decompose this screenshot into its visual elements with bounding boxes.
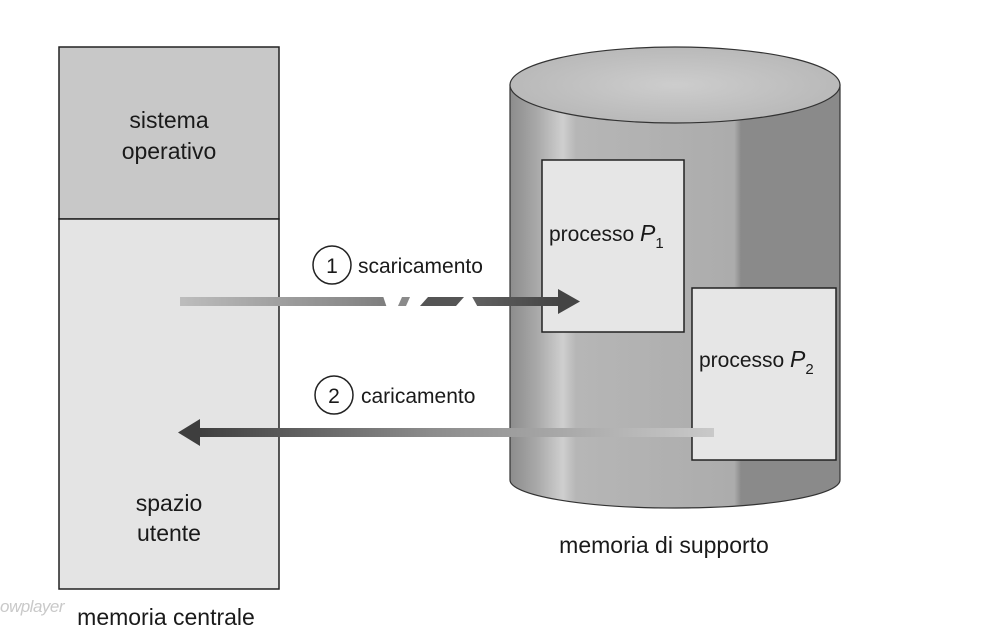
player-watermark: owplayer — [0, 597, 65, 616]
user-space-region — [58, 218, 280, 590]
swap-out-arrow — [180, 289, 580, 314]
process-p2-label: processo P2 — [699, 346, 814, 378]
os-region — [58, 46, 280, 220]
process-p1-label: processo P1 — [549, 220, 664, 252]
user-space-label-line1: spazio — [136, 490, 202, 516]
disk-top — [509, 46, 841, 124]
os-label-line2: operativo — [122, 138, 217, 164]
step-1-marker: 1 scaricamento — [312, 245, 483, 285]
step-1-circle — [312, 245, 352, 285]
step-2-marker: 2 caricamento — [314, 375, 475, 415]
step-2-circle — [314, 375, 354, 415]
swap-in-arrow — [178, 419, 714, 446]
step-2-number: 2 — [328, 385, 340, 408]
process-p2-box: processo P2 — [691, 287, 837, 461]
step-1-number: 1 — [326, 255, 338, 278]
step-1-label: scaricamento — [358, 255, 483, 278]
user-space-label-line2: utente — [137, 520, 201, 546]
backing-store-caption: memoria di supporto — [559, 532, 769, 558]
os-label-line1: sistema — [129, 107, 208, 133]
main-memory-caption: memoria centrale — [77, 604, 255, 630]
step-2-label: caricamento — [361, 385, 475, 408]
main-memory: sistema operativo spazio utente memoria … — [58, 46, 280, 630]
